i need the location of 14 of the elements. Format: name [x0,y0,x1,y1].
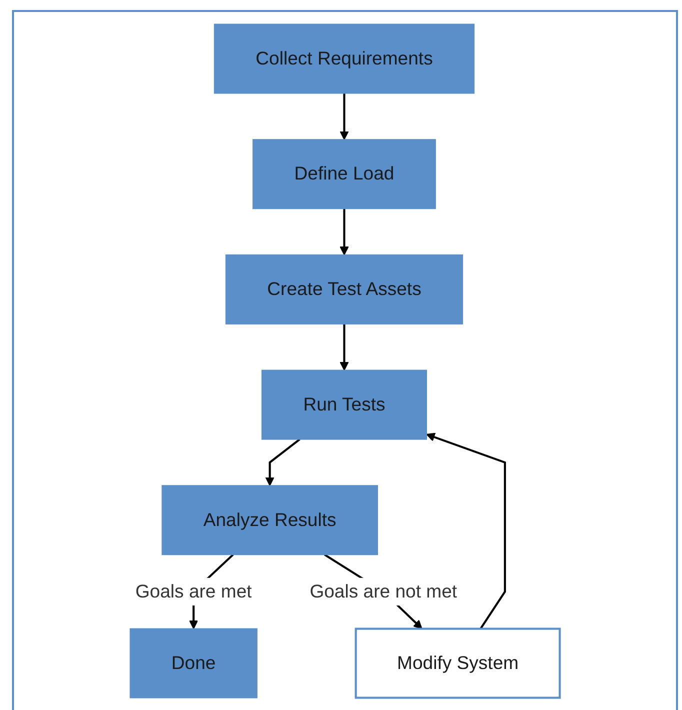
node-box: Define Load [252,139,436,210]
edge-label: Goals are not met [310,580,458,602]
node-box: Create Test Assets [225,254,464,324]
node-box: Analyze Results [162,485,378,556]
node-box: Modify System [354,628,561,699]
arrow [340,324,349,371]
arrow [426,432,506,630]
node-box: Done [130,628,258,698]
edge-label: Goals are met [135,580,252,602]
node-box: Run Tests [261,370,427,440]
node-box: Collect Requirements [214,24,475,94]
arrow [340,208,349,256]
arrow [265,438,300,486]
arrow [340,93,349,140]
